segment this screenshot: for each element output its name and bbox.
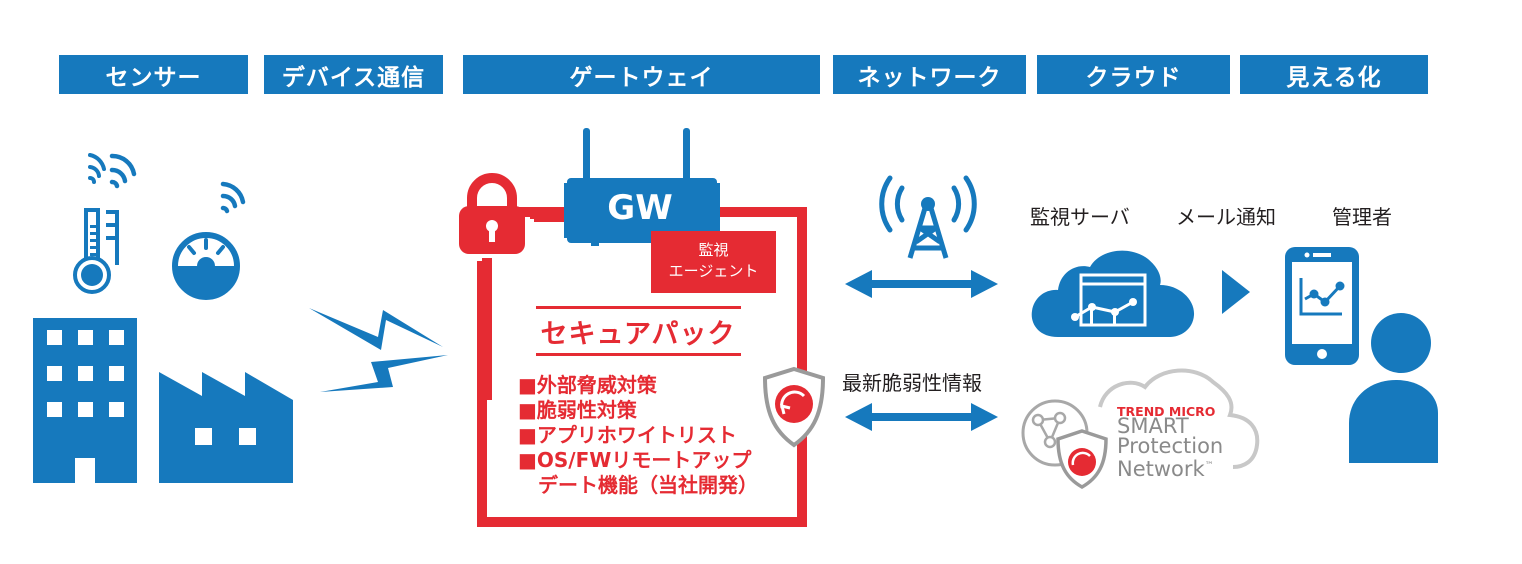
stage-visualization: 見える化 [1240, 55, 1428, 94]
stage-network-label: ネットワーク [857, 64, 1002, 91]
gateway-label: GW [607, 188, 673, 228]
stage-device-comm: デバイス通信 [264, 55, 443, 94]
trend-micro-brand: TREND MICRO [1117, 404, 1216, 419]
monitoring-agent-badge: 監視 エージェント [651, 231, 776, 293]
shield-icon [762, 366, 826, 448]
padlock-icon [459, 173, 525, 254]
gauge-icon [172, 181, 246, 300]
thermometer-icon [73, 153, 119, 294]
stage-sensor: センサー [59, 55, 248, 94]
play-arrow-icon [1222, 270, 1250, 314]
double-arrow-icon [845, 403, 998, 431]
trademark-mark: ™ [1204, 461, 1214, 471]
pack-item: ■OS/FWリモートアップ [518, 448, 752, 472]
factory-icon [159, 372, 293, 483]
agent-label-line2: エージェント [668, 262, 759, 280]
stage-network: ネットワーク [833, 55, 1026, 94]
monitoring-server-label: 監視サーバ [1030, 205, 1130, 229]
office-building-icon [33, 318, 137, 483]
secure-pack-title: セキュアパック [540, 319, 736, 350]
gateway-router-icon [564, 128, 720, 246]
spn-line-network: Network™ [1117, 455, 1214, 480]
administrator-label: 管理者 [1332, 205, 1392, 229]
mail-notification-label: メール通知 [1176, 205, 1276, 229]
shield-icon [1056, 429, 1108, 490]
smart-protection-cloud-outline [1098, 368, 1260, 469]
lock-frame-line [482, 258, 492, 400]
pack-item: ■外部脅威対策 [518, 373, 657, 397]
stage-device-comm-label: デバイス通信 [281, 64, 426, 91]
lightning-icon [309, 308, 448, 392]
pack-title-rule-top [536, 306, 741, 309]
stage-sensor-label: センサー [105, 64, 202, 91]
stage-gateway-label: ゲートウェイ [569, 64, 714, 91]
stage-gateway: ゲートウェイ [463, 55, 820, 94]
antenna-tower-icon [879, 175, 977, 259]
pack-title-rule-bottom [536, 353, 741, 356]
pack-item: ■アプリホワイトリスト [518, 423, 737, 447]
pack-item: デート機能（当社開発） [518, 473, 758, 497]
person-icon [1349, 313, 1438, 463]
double-arrow-icon [845, 270, 998, 298]
vulnerability-info-label: 最新脆弱性情報 [842, 371, 982, 395]
spn-network-text: Network [1117, 457, 1205, 481]
cloud-chart-icon [1031, 250, 1195, 337]
pack-item: ■脆弱性対策 [518, 398, 637, 422]
spn-line-smart: SMART [1117, 414, 1189, 438]
wifi-signal-icon [109, 153, 137, 189]
spn-line-protection: Protection [1117, 434, 1224, 458]
stage-cloud: クラウド [1037, 55, 1230, 94]
stage-visualization-label: 見える化 [1286, 64, 1382, 91]
stage-cloud-label: クラウド [1085, 64, 1182, 91]
smartphone-chart-icon [1285, 247, 1359, 365]
lock-connector [534, 212, 569, 222]
agent-label-line1: 監視 [698, 241, 729, 259]
